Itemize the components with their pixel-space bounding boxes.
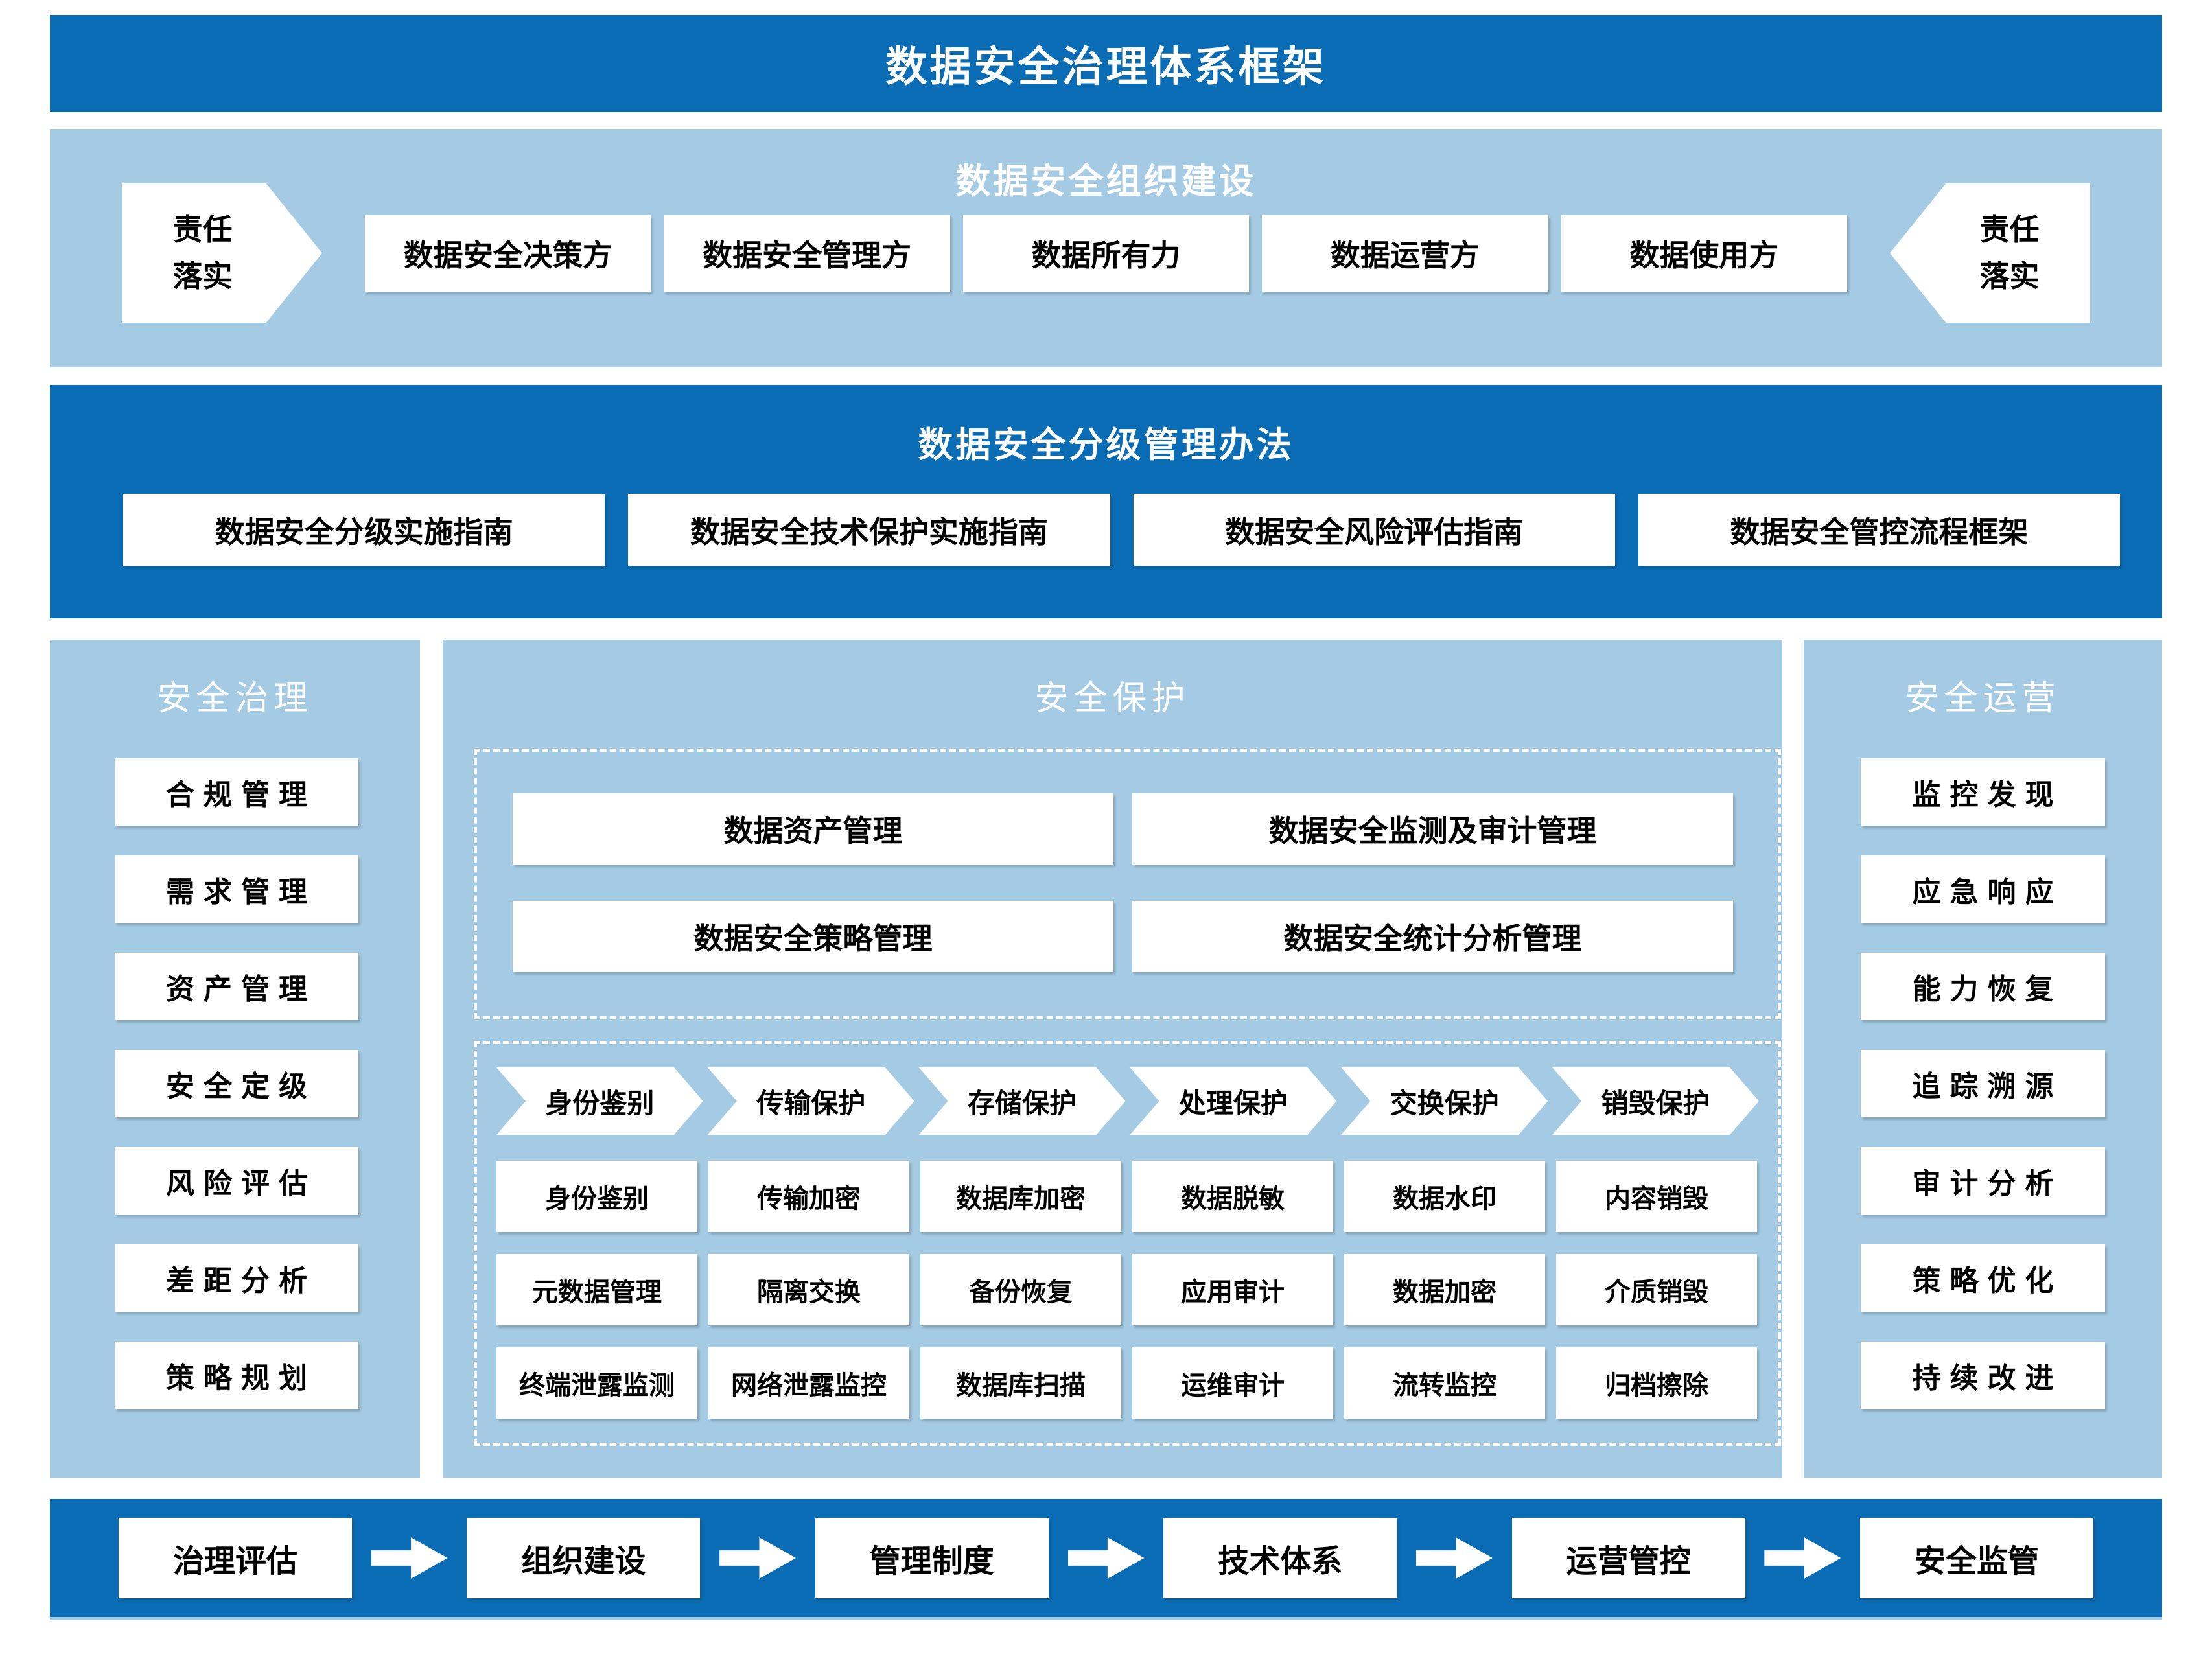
capability-cell: 备份恢复	[920, 1254, 1121, 1325]
lifecycle-stage-row: 身份鉴别 传输保护 存储保护 处理保护 交换保护 销毁保护	[496, 1067, 1759, 1135]
governance-item: 安全定级	[115, 1050, 358, 1117]
management-box: 数据安全策略管理	[513, 901, 1113, 972]
capability-cell: 归档擦除	[1556, 1347, 1757, 1419]
protection-column: 安全保护 数据资产管理 数据安全监测及审计管理 数据安全策略管理 数据安全统计分…	[443, 640, 1782, 1478]
banner-label: 责任落实	[1979, 213, 2040, 293]
capability-cell: 数据加密	[1344, 1254, 1545, 1325]
governance-item: 风险评估	[115, 1147, 358, 1215]
org-roles-row: 数据安全决策方 数据安全管理方 数据所有力 数据运营方 数据使用方	[365, 215, 1848, 292]
governance-title: 安全治理	[157, 680, 313, 717]
org-section: 数据安全组织建设 责任落实 责任落实 数据安全决策方 数据安全管理方 数据所有力…	[50, 129, 2162, 367]
right-arrow-icon	[1067, 1537, 1145, 1579]
main-title-bar: 数据安全治理体系框架	[50, 15, 2162, 112]
operation-item: 监控发现	[1861, 758, 2105, 826]
role-box: 数据所有力	[962, 215, 1250, 292]
role-box: 数据使用方	[1561, 215, 1848, 292]
governance-item: 策略规划	[115, 1342, 358, 1409]
capability-cell: 数据水印	[1344, 1161, 1545, 1232]
main-title: 数据安全治理体系框架	[885, 43, 1327, 90]
capability-cell: 身份鉴别	[496, 1161, 697, 1232]
stage-chevron: 处理保护	[1130, 1067, 1336, 1135]
management-box: 数据安全监测及审计管理	[1132, 793, 1733, 865]
grading-section: 数据安全分级管理办法 数据安全分级实施指南 数据安全技术保护实施指南 数据安全风…	[50, 385, 2162, 618]
capability-cell: 数据库加密	[920, 1161, 1121, 1232]
governance-list: 合规管理 需求管理 资产管理 安全定级 风险评估 差距分析 策略规划	[115, 758, 358, 1409]
operation-item: 应急响应	[1861, 855, 2105, 923]
capability-cell: 内容销毁	[1556, 1161, 1757, 1232]
operation-item: 策略优化	[1861, 1244, 2105, 1312]
capability-cell: 运维审计	[1132, 1347, 1333, 1419]
capability-cell: 传输加密	[708, 1161, 909, 1232]
capability-cell: 元数据管理	[496, 1254, 697, 1325]
role-box: 数据安全管理方	[664, 215, 950, 292]
capability-cell: 应用审计	[1132, 1254, 1333, 1325]
capability-cell: 网络泄露监控	[708, 1347, 909, 1419]
flow-step: 安全监管	[1860, 1518, 2094, 1598]
operation-title: 安全运营	[1905, 680, 2061, 717]
right-arrow-icon	[1764, 1537, 1841, 1579]
stage-chevron: 销毁保护	[1552, 1067, 1759, 1135]
bottom-flow-bar: 治理评估 组织建设 管理制度 技术体系 运营管控 安全监管	[50, 1499, 2162, 1620]
grading-section-title: 数据安全分级管理办法	[918, 426, 1294, 465]
capability-cell: 数据脱敏	[1132, 1161, 1333, 1232]
org-section-title: 数据安全组织建设	[955, 162, 1257, 201]
operation-column: 安全运营 监控发现 应急响应 能力恢复 追踪溯源 审计分析 策略优化 持续改进	[1804, 640, 2162, 1478]
capability-cell: 终端泄露监测	[496, 1347, 697, 1419]
stage-chevron: 交换保护	[1341, 1067, 1548, 1135]
flow-step: 技术体系	[1163, 1518, 1397, 1598]
banner-label: 责任落实	[172, 213, 233, 293]
role-box: 数据运营方	[1262, 215, 1548, 292]
stage-chevron: 身份鉴别	[496, 1067, 703, 1135]
governance-item: 合规管理	[115, 758, 358, 826]
management-box: 数据安全统计分析管理	[1132, 901, 1733, 972]
responsibility-banner-right-arrow: 责任落实	[1890, 183, 2090, 323]
doc-box: 数据安全分级实施指南	[123, 494, 605, 566]
right-arrow-icon	[371, 1537, 448, 1579]
capability-grid: 身份鉴别 传输加密 数据库加密 数据脱敏 数据水印 内容销毁 元数据管理 隔离交…	[496, 1161, 1759, 1419]
doc-box: 数据安全技术保护实施指南	[628, 494, 1110, 566]
grading-docs-row: 数据安全分级实施指南 数据安全技术保护实施指南 数据安全风险评估指南 数据安全管…	[123, 494, 2120, 566]
operation-item: 审计分析	[1861, 1147, 2105, 1215]
capability-cell: 数据库扫描	[920, 1347, 1121, 1419]
flow-step: 管理制度	[815, 1518, 1049, 1598]
stage-chevron: 传输保护	[708, 1067, 914, 1135]
flow-step: 运营管控	[1511, 1518, 1745, 1598]
governance-item: 需求管理	[115, 855, 358, 923]
right-arrow-icon	[719, 1537, 797, 1579]
operation-list: 监控发现 应急响应 能力恢复 追踪溯源 审计分析 策略优化 持续改进	[1861, 758, 2105, 1409]
management-box: 数据资产管理	[513, 793, 1113, 865]
right-arrow-icon	[1415, 1537, 1493, 1579]
flow-step: 治理评估	[119, 1518, 352, 1598]
data-lifecycle-panel: 身份鉴别 传输保护 存储保护 处理保护 交换保护 销毁保护 身份鉴别 传输加密 …	[474, 1041, 1781, 1446]
governance-column: 安全治理 合规管理 需求管理 资产管理 安全定级 风险评估 差距分析 策略规划	[50, 640, 420, 1478]
protection-management-panel: 数据资产管理 数据安全监测及审计管理 数据安全策略管理 数据安全统计分析管理	[474, 749, 1781, 1019]
stage-chevron: 存储保护	[919, 1067, 1126, 1135]
operation-item: 持续改进	[1861, 1342, 2105, 1409]
doc-box: 数据安全风险评估指南	[1133, 494, 1615, 566]
operation-item: 追踪溯源	[1861, 1050, 2105, 1117]
role-box: 数据安全决策方	[365, 215, 651, 292]
flow-step: 组织建设	[467, 1518, 701, 1598]
doc-box: 数据安全管控流程框架	[1638, 494, 2120, 566]
operation-item: 能力恢复	[1861, 953, 2105, 1020]
responsibility-banner-left-arrow: 责任落实	[122, 183, 322, 323]
governance-item: 资产管理	[115, 953, 358, 1020]
capability-cell: 流转监控	[1344, 1347, 1545, 1419]
capability-cell: 隔离交换	[708, 1254, 909, 1325]
capability-cell: 介质销毁	[1556, 1254, 1757, 1325]
governance-item: 差距分析	[115, 1244, 358, 1312]
protection-title: 安全保护	[1034, 680, 1191, 717]
